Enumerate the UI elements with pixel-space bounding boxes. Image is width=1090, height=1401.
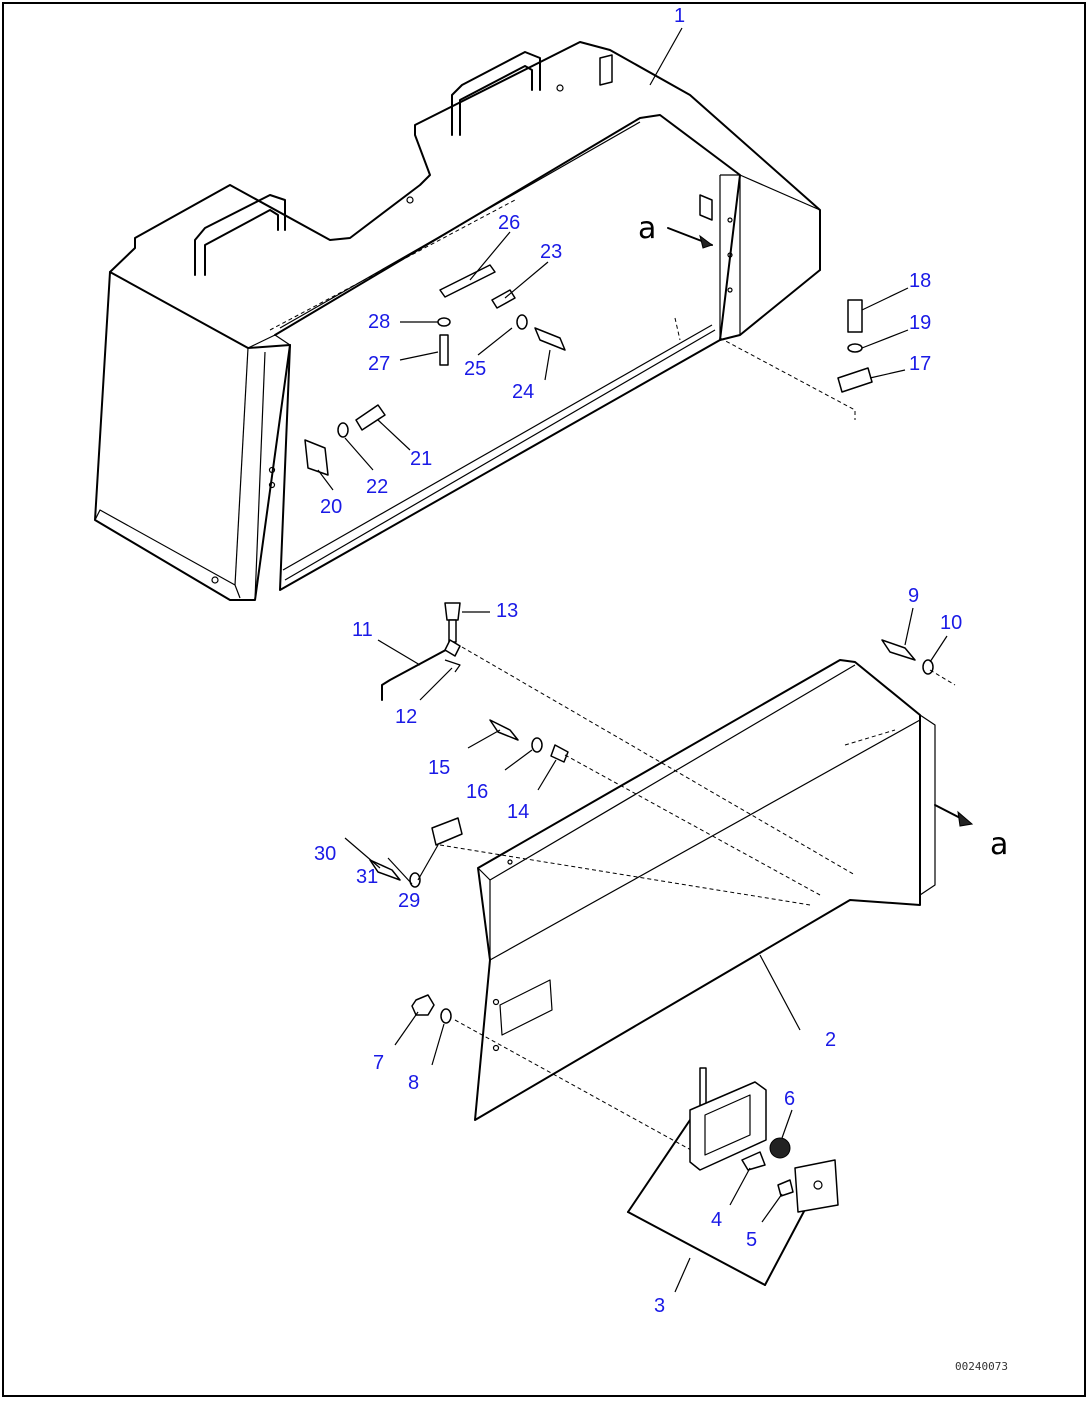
view-marker-lower: a (990, 827, 1008, 862)
callout-10: 10 (940, 612, 962, 634)
callout-2: 2 (825, 1029, 836, 1051)
callout-25: 25 (464, 358, 486, 380)
callout-20: 20 (320, 496, 342, 518)
drawing-code: 00240073 (955, 1360, 1008, 1373)
callout-21: 21 (410, 448, 432, 470)
callout-15: 15 (428, 757, 450, 779)
callout-6: 6 (784, 1088, 795, 1110)
callout-11: 11 (352, 619, 373, 641)
view-arrow-lower (934, 804, 974, 827)
latch-assembly-part-3 (627, 1067, 839, 1286)
callout-9: 9 (908, 585, 919, 607)
callout-7: 7 (373, 1052, 384, 1074)
callout-8: 8 (408, 1072, 419, 1094)
callout-4: 4 (711, 1209, 722, 1231)
callout-5: 5 (746, 1229, 757, 1251)
callout-19: 19 (909, 312, 931, 334)
view-marker-upper: a (638, 211, 656, 246)
callout-28: 28 (368, 311, 390, 333)
callout-14: 14 (507, 801, 529, 823)
callout-12: 12 (395, 706, 417, 728)
housing-part-1 (94, 41, 821, 601)
callout-22: 22 (366, 476, 388, 498)
view-arrow-upper (667, 227, 714, 249)
cover-part-2 (474, 659, 936, 1121)
callout-1: 1 (674, 5, 685, 27)
fastener-group-upper (304, 264, 873, 476)
leader-lines (317, 27, 948, 1293)
callout-31: 31 (356, 866, 378, 888)
callout-26: 26 (498, 212, 520, 234)
callout-16: 16 (466, 781, 488, 803)
callout-18: 18 (909, 270, 931, 292)
callout-labels: 1 2 3 4 5 6 7 8 9 10 11 12 13 14 15 16 1… (314, 5, 1008, 1373)
callout-30: 30 (314, 843, 336, 865)
callout-13: 13 (496, 600, 518, 622)
callout-29: 29 (398, 890, 420, 912)
fastener-group-lower (369, 602, 956, 1156)
callout-24: 24 (512, 381, 534, 403)
callout-23: 23 (540, 241, 562, 263)
callout-3: 3 (654, 1295, 665, 1317)
callout-17: 17 (909, 353, 931, 375)
callout-27: 27 (368, 353, 390, 375)
